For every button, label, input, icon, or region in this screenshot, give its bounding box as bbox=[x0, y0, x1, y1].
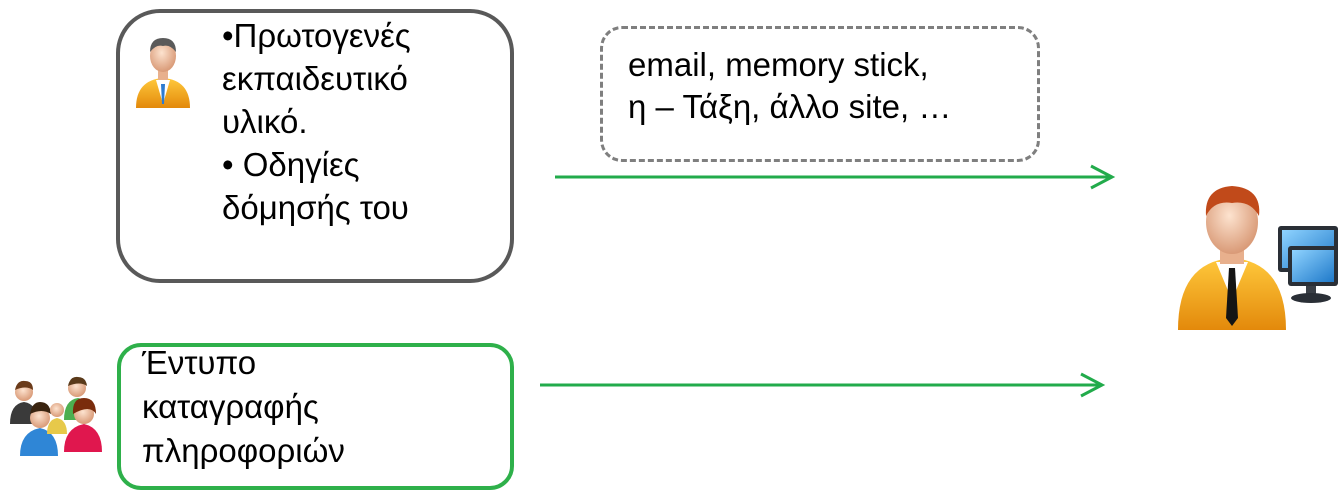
material-box bbox=[116, 9, 514, 283]
arrow-top bbox=[555, 164, 1116, 190]
material-line: • Οδηγίες bbox=[222, 146, 360, 183]
material-line: υλικό. bbox=[222, 103, 308, 140]
channel-text: email, memory stick, η – Τάξη, άλλο site… bbox=[628, 44, 951, 128]
arrow-bottom bbox=[540, 372, 1106, 398]
form-box bbox=[117, 343, 514, 490]
form-text: Έντυπο καταγραφής πληροφοριών bbox=[142, 341, 345, 473]
form-line: καταγραφής bbox=[142, 388, 319, 425]
channel-line: email, memory stick, bbox=[628, 46, 929, 83]
material-text: •Πρωτογενές εκπαιδευτικό υλικό. • Οδηγίε… bbox=[222, 14, 411, 229]
admin-computer-icon bbox=[1178, 186, 1338, 330]
form-line: Έντυπο bbox=[142, 344, 257, 381]
material-line: δόμησής του bbox=[222, 189, 409, 226]
channel-line: η – Τάξη, άλλο site, … bbox=[628, 88, 952, 125]
material-line: εκπαιδευτικό bbox=[222, 60, 408, 97]
material-line: •Πρωτογενές bbox=[222, 17, 411, 54]
channel-box bbox=[600, 26, 1040, 162]
group-people-icon bbox=[10, 376, 102, 456]
teacher-person-icon bbox=[136, 38, 190, 108]
form-line: πληροφοριών bbox=[142, 432, 345, 469]
